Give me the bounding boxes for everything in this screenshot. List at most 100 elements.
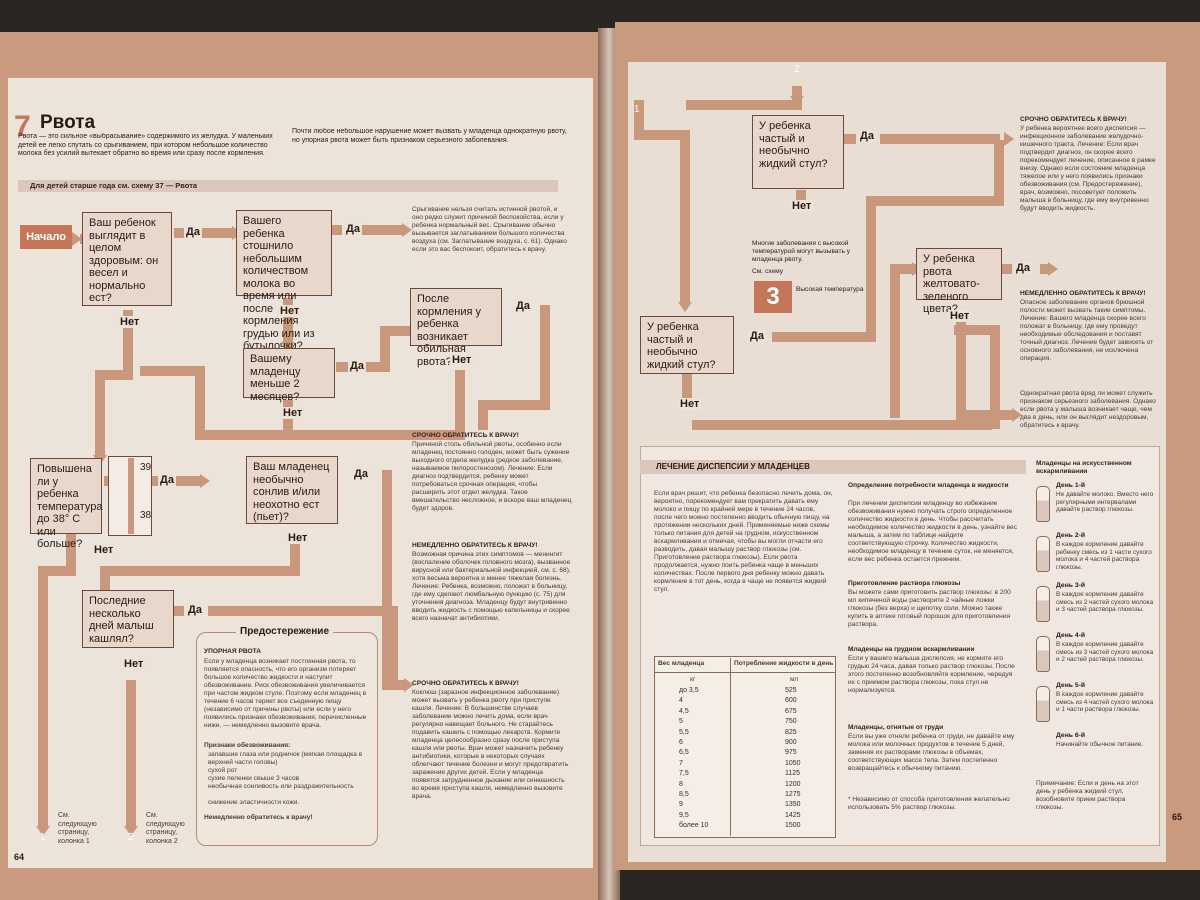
table-divider: [730, 658, 731, 836]
arrow-right: [402, 223, 412, 237]
question-spit-up: Вашего ребенка стошнило небольшим количе…: [236, 210, 332, 352]
label-no: Нет: [281, 407, 305, 419]
fluid-table: [654, 656, 836, 838]
arrow-right: [1048, 262, 1058, 276]
flow-path: [195, 366, 205, 436]
exit-2-note: См. следующую страницу, колонка 2: [146, 812, 185, 845]
label-no: Нет: [118, 316, 142, 328]
chapter-title: Рвота: [40, 112, 96, 133]
table-row: 9 1350: [655, 800, 835, 810]
flow-path: [283, 298, 293, 346]
glucose-heading: Приготовление раствора глюкозы: [848, 580, 961, 587]
caution-subtitle: УПОРНАЯ РВОТА: [204, 648, 261, 655]
table-cell-weight: 7: [679, 759, 683, 767]
flow-path: [290, 540, 300, 572]
arrow-down: [281, 342, 295, 352]
thermometer-mark-38: 38: [140, 510, 152, 521]
scheme-number: 3: [754, 281, 792, 313]
arrow-right: [404, 678, 414, 692]
caution-footer: Немедленно обратитесь к врачу!: [204, 814, 313, 821]
table-cell-fluid: 600: [785, 697, 797, 705]
question-profuse-vomit: После кормления у ребенка возникает обил…: [410, 288, 502, 368]
table-cell-fluid: 975: [785, 749, 797, 757]
exit-1-note: См. следующую страницу, колонка 1: [58, 812, 97, 845]
table-cell-fluid: 1350: [785, 801, 801, 809]
weaned-body: Если вы уже отняли ребенка от груди, не …: [848, 733, 1015, 772]
chapter-number: 7: [14, 110, 31, 143]
immediate-heading: НЕМЕДЛЕННО ОБРАТИТЕСЬ К ВРАЧУ!: [1020, 290, 1146, 297]
table-header-weight: Вес младенца: [658, 660, 705, 667]
caution-box: [196, 632, 378, 846]
breast-heading: Младенцы на грудном вскармливании: [848, 646, 975, 653]
flow-path: [38, 566, 76, 576]
day-body: В каждое кормление давайте ребенку смесь…: [1056, 541, 1152, 571]
arrow-right: [1004, 132, 1014, 146]
flow-path: [772, 332, 872, 342]
subtitle: Для детей старше года см. схему 37 — Рво…: [30, 181, 198, 190]
single-vomit-note: Однократная рвота вряд ли может служить …: [1020, 390, 1156, 429]
bottle-icon: [1036, 486, 1050, 522]
table-row: 7,5 1125: [655, 769, 835, 779]
formula-note: Примечание: Если и день на этот день у р…: [1036, 780, 1139, 811]
flow-path: [866, 196, 876, 342]
flow-path: [208, 606, 398, 616]
table-cell-weight: 8,5: [679, 791, 689, 798]
flow-path: [380, 326, 410, 336]
label-no: Нет: [450, 354, 474, 366]
caution-sign: необычная сонливость или раздражительнос…: [208, 783, 354, 790]
flow-path: [478, 400, 550, 410]
flow-path: [95, 370, 133, 380]
note-immediate-body: Возможная причина этих симптомов — менин…: [412, 551, 571, 622]
table-cell-weight: 9: [679, 801, 683, 809]
column-2-number: 2: [794, 64, 800, 75]
flow-path: [455, 370, 465, 436]
footnote: * Независимо от способа приготовления же…: [848, 796, 1010, 811]
table-cell-weight: 7,5: [679, 770, 689, 778]
label-yes: Да: [348, 360, 366, 372]
label-no: Нет: [122, 658, 146, 670]
table-unit-weight: кг: [690, 676, 696, 683]
table-cell-weight: более 10: [679, 822, 709, 830]
table-cell-fluid: 825: [785, 728, 797, 736]
flow-path: [126, 680, 136, 828]
flow-path: [66, 534, 76, 566]
day-body: В каждое кормление давайте смесь из 4 ча…: [1056, 691, 1154, 714]
bottle-icon: [1036, 686, 1050, 722]
note-immediate-heading: НЕМЕДЛЕННО ОБРАТИТЕСЬ К ВРАЧУ!: [412, 542, 538, 549]
weaned-heading: Младенцы, отнятые от груди: [848, 724, 944, 731]
treatment-title-bar: [640, 460, 1026, 474]
note-spit-up: Срыгивание нельзя считать истинной рвото…: [412, 206, 567, 253]
question-cough: Последние несколько дней малыш кашлял?: [82, 590, 174, 648]
day-title: День 3-й: [1056, 582, 1086, 589]
label-no: Нет: [790, 200, 814, 212]
intro-right: Почти любое небольшое нарушение может вы…: [292, 128, 567, 144]
arrow-down: [36, 826, 50, 836]
flow-path: [540, 305, 550, 405]
label-yes: Да: [344, 223, 362, 235]
flow-path: [95, 370, 105, 458]
table-cell-fluid: 1125: [785, 770, 801, 778]
flow-path: [362, 225, 402, 235]
label-yes: Да: [514, 300, 532, 312]
bottle-icon: [1036, 636, 1050, 672]
flow-path: [880, 134, 1000, 144]
question-green-vomit: У ребенка рвота желтовато-зеленого цвета…: [916, 248, 1002, 315]
table-cell-weight: до 3,5: [679, 687, 699, 694]
flow-path: [990, 325, 1000, 429]
flow-path: [680, 130, 690, 304]
see-scheme: См. схему: [752, 268, 784, 275]
table-cell-fluid: 1200: [785, 780, 801, 788]
question-healthy: Ваш ребенок выглядит в целом здоровым: о…: [82, 212, 172, 306]
table-cell-fluid: 1500: [785, 822, 801, 830]
start-button[interactable]: Начало: [20, 225, 72, 249]
flow-path: [634, 100, 644, 130]
flow-path: [174, 606, 184, 616]
caution-body: Если у младенца возникает постоянная рво…: [204, 658, 367, 729]
label-yes: Да: [352, 468, 370, 480]
label-yes: Да: [1014, 262, 1032, 274]
caution-sign: снижение эластичности кожи.: [208, 799, 300, 806]
